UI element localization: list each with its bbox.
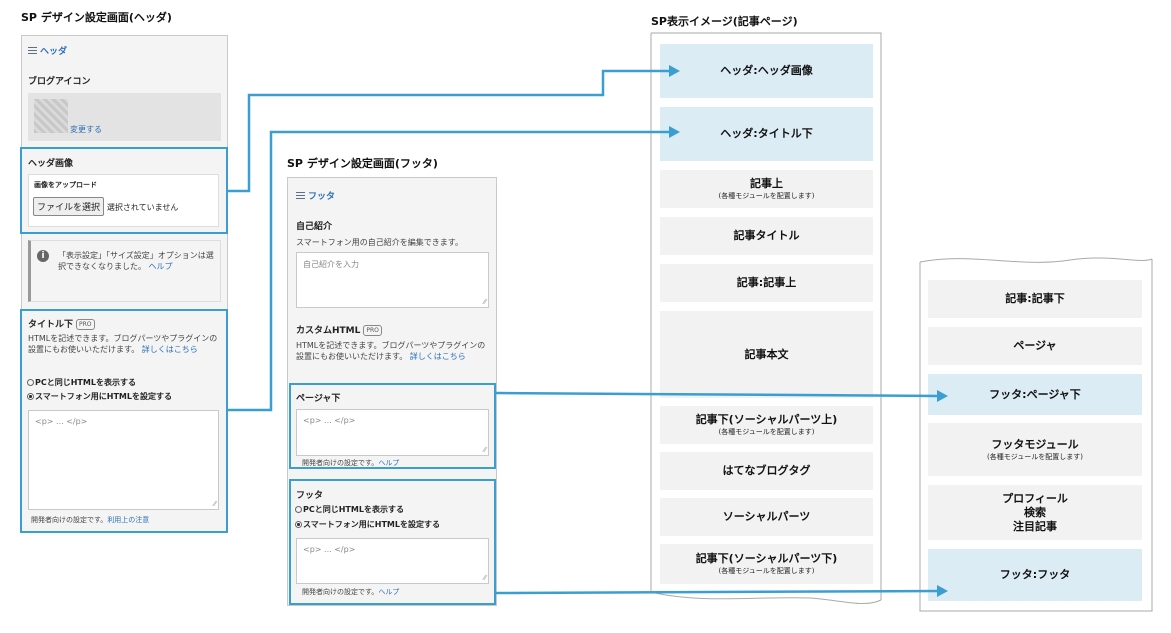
preview-block-header-image: ヘッダ:ヘッダ画像 — [660, 44, 873, 98]
preview-block-footer-modules: フッタモジュール(各種モジュールを配置します) — [928, 423, 1142, 476]
preview-block-article-below: 記事:記事下 — [928, 280, 1142, 318]
file-input-row: ファイルを選択 選択されていません — [33, 197, 178, 216]
preview-block-pager: ページャ — [928, 327, 1142, 365]
header-panel-title[interactable]: ヘッダ — [40, 47, 68, 57]
menu-icon — [28, 47, 37, 54]
preview-block-pager-below: フッタ:ページャ下 — [928, 374, 1142, 415]
arrowhead-header-image — [669, 65, 680, 77]
footer-label: フッタ — [296, 491, 324, 501]
arrowhead-pager-below — [937, 390, 948, 402]
arrowhead-footer — [937, 585, 948, 597]
preview-block-article-body: 記事本文 — [660, 311, 873, 398]
radio-off-icon — [295, 506, 302, 513]
header-image-label: ヘッダ画像 — [28, 159, 74, 169]
pager-below-textarea[interactable]: <p> ... </p>⁄⁄ — [296, 409, 489, 456]
preview-block-below-social-below: 記事下(ソーシャルパーツ下)(各種モジュールを配置します) — [660, 544, 873, 584]
preview-block-article-top: 記事上(各種モジュールを配置します) — [660, 170, 873, 208]
footer-option-same[interactable]: PCと同じHTMLを表示する — [295, 504, 404, 515]
preview-block-footer-footer: フッタ:フッタ — [928, 549, 1142, 601]
title-below-description: HTMLを記述できます。ブログパーツやプラグインの設置にもお使いいただけます。 … — [28, 334, 218, 354]
resize-grip-icon: ⁄⁄ — [213, 500, 216, 508]
resize-grip-icon: ⁄⁄ — [483, 574, 486, 582]
upload-label: 画像をアップロード — [34, 181, 97, 189]
header-screen-heading: SP デザイン設定画面(ヘッダ) — [21, 11, 172, 24]
arrowhead-title-below — [669, 126, 680, 138]
header-panel-title-row[interactable]: ヘッダ — [28, 44, 67, 57]
radio-on-icon — [27, 393, 34, 400]
preview-block-hatena-tags: はてなブログタグ — [660, 452, 873, 490]
title-below-option-sp[interactable]: スマートフォン用にHTMLを設定する — [27, 391, 172, 402]
pager-below-note: 開発者向けの設定です。ヘルプ — [302, 459, 400, 467]
preview-block-below-social-above: 記事下(ソーシャルパーツ上)(各種モジュールを配置します) — [660, 406, 873, 444]
pager-below-help-link[interactable]: ヘルプ — [378, 459, 400, 467]
info-icon: i — [37, 250, 49, 262]
radio-on-icon — [295, 521, 302, 528]
blog-icon-label: ブログアイコン — [28, 77, 91, 87]
preview-left-frame — [651, 32, 882, 600]
footer-note: 開発者向けの設定です。ヘルプ — [302, 588, 400, 596]
file-select-button[interactable]: ファイルを選択 — [33, 197, 105, 216]
resize-grip-icon: ⁄⁄ — [483, 446, 486, 454]
preview-right-frame — [919, 259, 1153, 612]
radio-off-icon — [27, 379, 34, 386]
blog-icon-image — [34, 99, 68, 133]
footer-option-sp[interactable]: スマートフォン用にHTMLを設定する — [295, 519, 440, 530]
title-below-option-same[interactable]: PCと同じHTMLを表示する — [27, 377, 136, 388]
footer-textarea[interactable]: <p> ... </p>⁄⁄ — [296, 538, 489, 584]
change-icon-link[interactable]: 変更する — [70, 125, 102, 134]
usage-notes-link[interactable]: 利用上の注意 — [107, 516, 150, 524]
preview-block-title-below: ヘッダ:タイトル下 — [660, 107, 873, 161]
preview-heading: SP表示イメージ(記事ページ) — [651, 15, 798, 28]
preview-right-torn-edge — [919, 257, 1153, 263]
preview-block-social-parts: ソーシャルパーツ — [660, 498, 873, 536]
notice-text: 「表示設定」「サイズ設定」オプションは選択できなくなりました。 ヘルプ — [58, 251, 214, 271]
notice-box — [28, 240, 221, 302]
file-status: 選択されていません — [106, 203, 179, 212]
preview-block-profile-search: プロフィール 検索 注目記事 — [928, 485, 1142, 540]
preview-block-article-above: 記事:記事上 — [660, 264, 873, 302]
title-below-footer-note: 開発者向けの設定です。利用上の注意 — [31, 516, 150, 524]
pro-badge: PRO — [76, 319, 95, 330]
notice-help-link[interactable]: ヘルプ — [148, 262, 173, 271]
title-below-textarea[interactable]: <p> ... </p>⁄⁄ — [28, 410, 219, 510]
preview-left-torn-edge — [650, 591, 882, 604]
footer-help-link[interactable]: ヘルプ — [378, 588, 400, 596]
title-below-label: タイトル下 — [28, 320, 74, 330]
title-below-more-link[interactable]: 詳しくはこちら — [141, 345, 198, 354]
preview-block-article-title: 記事タイトル — [660, 217, 873, 255]
